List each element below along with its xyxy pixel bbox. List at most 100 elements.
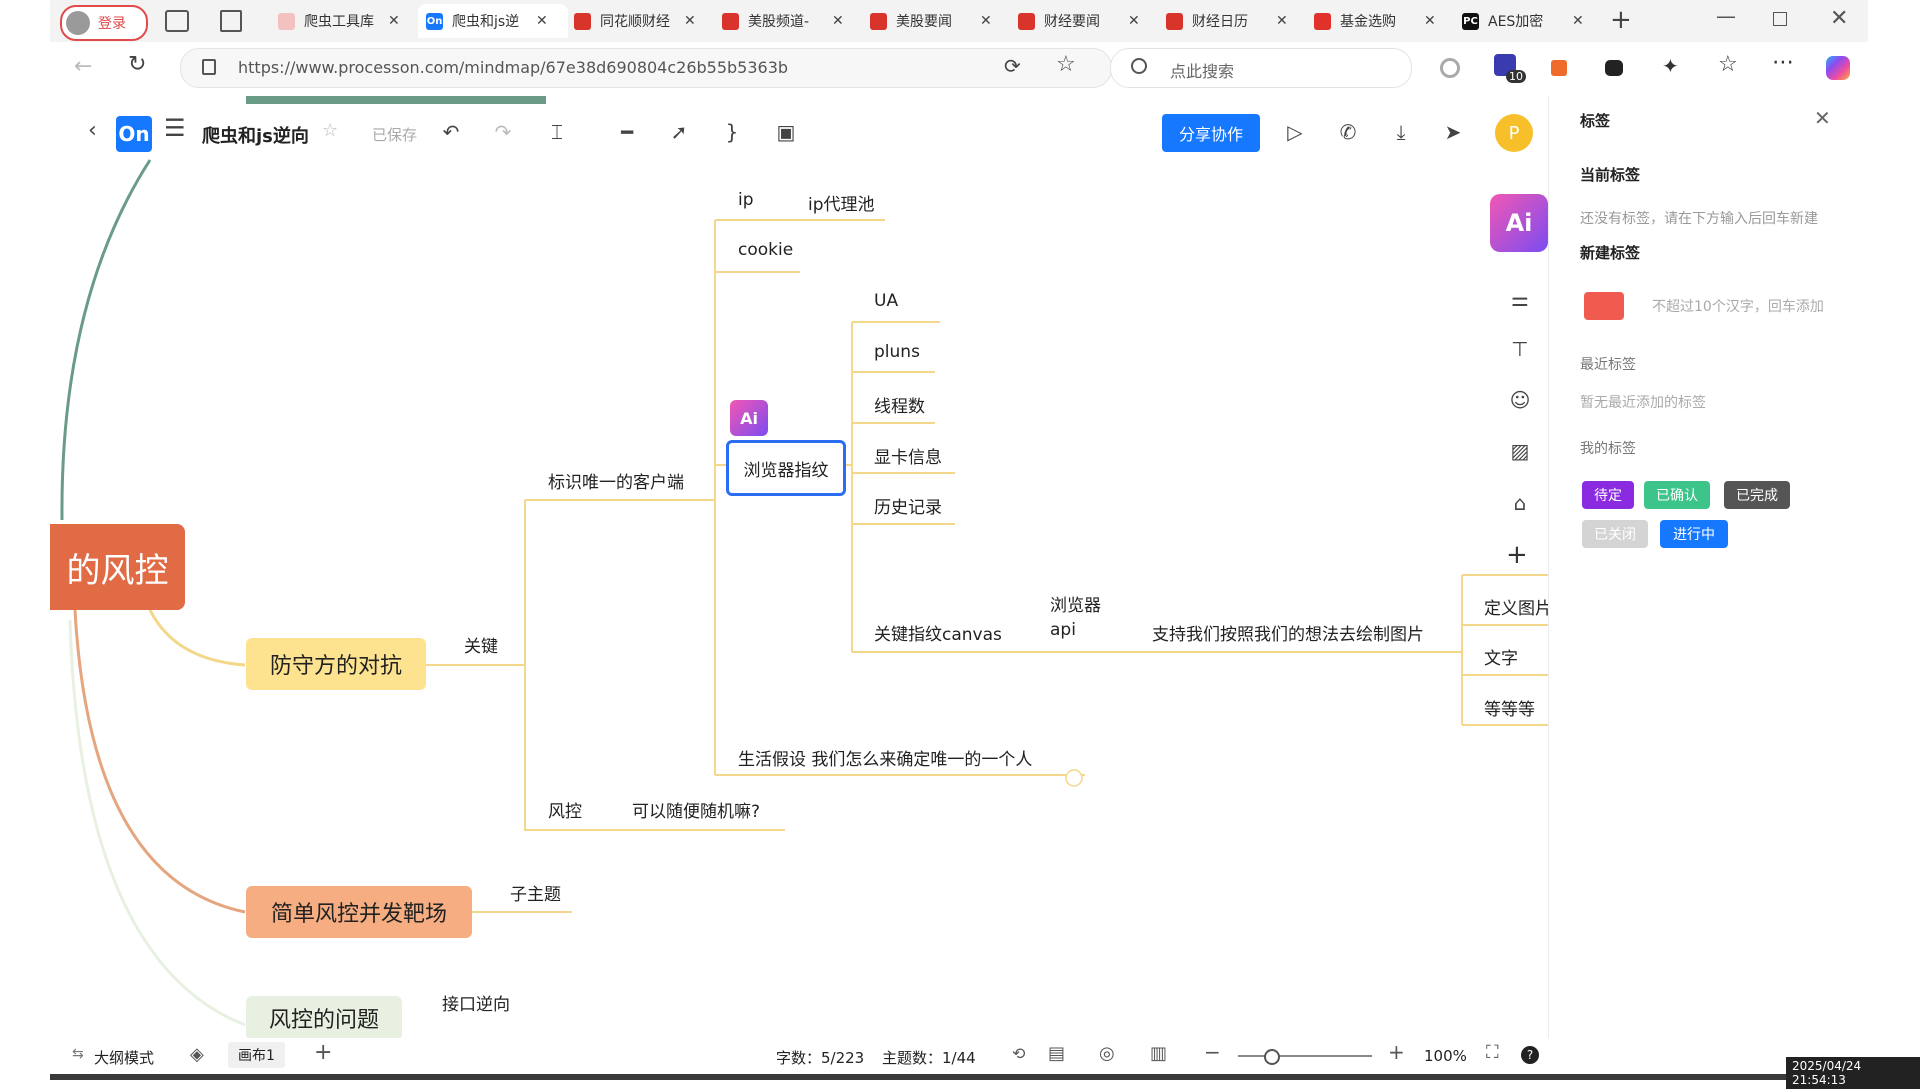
tag-in-progress[interactable]: 进行中	[1660, 520, 1728, 548]
layers-icon[interactable]: ◈	[190, 1044, 204, 1065]
record-icon[interactable]	[1440, 58, 1460, 78]
favorite-star-icon[interactable]: ☆	[1056, 52, 1076, 77]
fullscreen-icon[interactable]: ⛶	[1486, 1042, 1499, 1063]
node-browser-api[interactable]: 浏览器 api	[1050, 596, 1101, 640]
node-api-reverse[interactable]: 接口逆向	[442, 995, 510, 1015]
style-settings-icon[interactable]: ⚌	[1511, 287, 1529, 311]
copilot-icon[interactable]	[1826, 56, 1850, 80]
url-field[interactable]	[180, 48, 1112, 88]
tag-pending[interactable]: 待定	[1582, 481, 1634, 509]
node-canvas[interactable]: 关键指纹canvas	[874, 625, 1002, 645]
extensions-puzzle-icon[interactable]: ✦	[1662, 54, 1679, 78]
tab-close-icon[interactable]: ✕	[388, 13, 400, 29]
panel-close-icon[interactable]: ✕	[1814, 106, 1831, 130]
format-painter-icon[interactable]: ⌶	[551, 120, 563, 144]
connector-icon[interactable]: ━	[620, 120, 634, 144]
share-button[interactable]: 分享协作	[1162, 114, 1260, 152]
download-icon[interactable]: ⤓	[1396, 120, 1406, 144]
add-canvas-icon[interactable]: +	[314, 1040, 333, 1065]
refresh-icon[interactable]: ↻	[128, 52, 147, 77]
redo-icon[interactable]: ↷	[494, 120, 512, 144]
tag-icon[interactable]: ⌂	[1513, 491, 1527, 515]
node-fingerprint[interactable]: 浏览器指纹	[726, 440, 846, 496]
outline-mode-button[interactable]: 大纲模式	[94, 1049, 155, 1067]
tag-closed[interactable]: 已关闭	[1582, 520, 1648, 548]
zoom-level[interactable]: 100%	[1424, 1047, 1467, 1065]
undo-icon[interactable]: ↶	[442, 120, 460, 144]
image-icon[interactable]: ▨	[1510, 439, 1530, 463]
node-etc[interactable]: 等等等	[1484, 700, 1535, 720]
table-icon[interactable]: ▤	[1048, 1043, 1066, 1064]
app-back-icon[interactable]: ‹	[88, 118, 97, 143]
zoom-slider-thumb[interactable]	[1264, 1049, 1280, 1065]
node-ua[interactable]: UA	[874, 291, 899, 311]
zoom-in-icon[interactable]: +	[1388, 1040, 1405, 1064]
node-custom-image[interactable]: 定义图片	[1484, 599, 1552, 619]
node-risk[interactable]: 风控	[548, 802, 582, 822]
login-button[interactable]: 登录	[60, 5, 148, 41]
summary-icon[interactable]: }	[725, 120, 739, 144]
node-identify[interactable]: 标识唯一的客户端	[548, 473, 684, 493]
avatar[interactable]: P	[1495, 114, 1533, 152]
node-draw[interactable]: 支持我们按照我们的想法去绘制图片	[1152, 625, 1424, 645]
ai-assistant-button[interactable]: Ai	[1490, 194, 1548, 252]
node-simple[interactable]: 简单风控并发靶场	[246, 886, 472, 938]
favorites-icon[interactable]: ☆	[1718, 52, 1738, 77]
node-problem[interactable]: 风控的问题	[246, 996, 402, 1040]
tab-0[interactable]: 爬虫工具库✕	[270, 4, 420, 38]
arrow-icon[interactable]: ➚	[670, 120, 688, 144]
map-icon[interactable]: ▥	[1150, 1043, 1168, 1064]
tab-7[interactable]: 基金选购✕	[1306, 4, 1456, 38]
processon-logo[interactable]: On	[116, 116, 152, 152]
present-icon[interactable]: ▷	[1287, 120, 1303, 144]
node-defense[interactable]: 防守方的对抗	[246, 638, 426, 690]
frame-icon[interactable]: ▣	[776, 120, 796, 144]
tab-5[interactable]: 财经要闻✕	[1010, 4, 1160, 38]
tag-confirmed[interactable]: 已确认	[1644, 481, 1710, 509]
node-pluns[interactable]: pluns	[874, 342, 920, 362]
locate-icon[interactable]: ◎	[1099, 1043, 1115, 1064]
emoji-icon[interactable]: ☺	[1509, 388, 1531, 412]
url-text[interactable]: https://www.processon.com/mindmap/67e38d…	[238, 58, 789, 77]
star-icon[interactable]: ☆	[322, 120, 339, 141]
doc-title[interactable]: 爬虫和js逆向	[202, 126, 309, 147]
tab-3[interactable]: 美股频道-✕	[714, 4, 864, 38]
node-cookie[interactable]: cookie	[738, 240, 794, 260]
minimize-button[interactable]: —	[1716, 4, 1736, 28]
tab-close-icon[interactable]: ✕	[1572, 13, 1584, 29]
tab-close-icon[interactable]: ✕	[1424, 13, 1436, 29]
tag-done[interactable]: 已完成	[1724, 481, 1790, 509]
extension-game-icon[interactable]	[1605, 60, 1623, 76]
tab-actions-icon[interactable]	[220, 10, 242, 32]
node-key[interactable]: 关键	[464, 637, 498, 657]
more-menu-icon[interactable]: ⋯	[1772, 50, 1794, 75]
tab-close-icon[interactable]: ✕	[684, 13, 696, 29]
node-random[interactable]: 可以随便随机嘛?	[632, 802, 761, 822]
call-icon[interactable]: ✆	[1339, 120, 1357, 144]
search-placeholder[interactable]: 点此搜索	[1170, 62, 1235, 81]
new-tag-color-swatch[interactable]	[1584, 292, 1624, 320]
tab-6[interactable]: 财经日历✕	[1158, 4, 1308, 38]
new-tag-input[interactable]: 不超过10个汉字，回车添加	[1652, 299, 1824, 315]
tab-close-icon[interactable]: ✕	[832, 13, 844, 29]
node-add-icon[interactable]: +	[1506, 540, 1528, 570]
zoom-out-icon[interactable]: −	[1204, 1040, 1221, 1064]
tab-2[interactable]: 同花顺财经✕	[566, 4, 716, 38]
ai-node-icon[interactable]: Ai	[730, 400, 768, 436]
send-icon[interactable]: ➤	[1444, 120, 1462, 144]
tab-close-icon[interactable]: ✕	[536, 13, 548, 29]
node-subtopic[interactable]: 子主题	[510, 885, 561, 905]
help-icon[interactable]: ?	[1521, 1046, 1539, 1064]
extension-orange-icon[interactable]	[1551, 60, 1567, 76]
collections-icon[interactable]	[165, 10, 189, 32]
close-window-button[interactable]: ✕	[1830, 6, 1849, 31]
node-history[interactable]: 历史记录	[874, 498, 942, 518]
zoom-slider-track[interactable]	[1238, 1055, 1372, 1057]
root-node[interactable]: 的风控	[50, 524, 185, 610]
structure-icon[interactable]: ⊤	[1511, 337, 1529, 361]
node-ip[interactable]: ip	[738, 190, 754, 210]
new-tab-button[interactable]: +	[1610, 5, 1632, 35]
node-text[interactable]: 文字	[1484, 649, 1518, 669]
